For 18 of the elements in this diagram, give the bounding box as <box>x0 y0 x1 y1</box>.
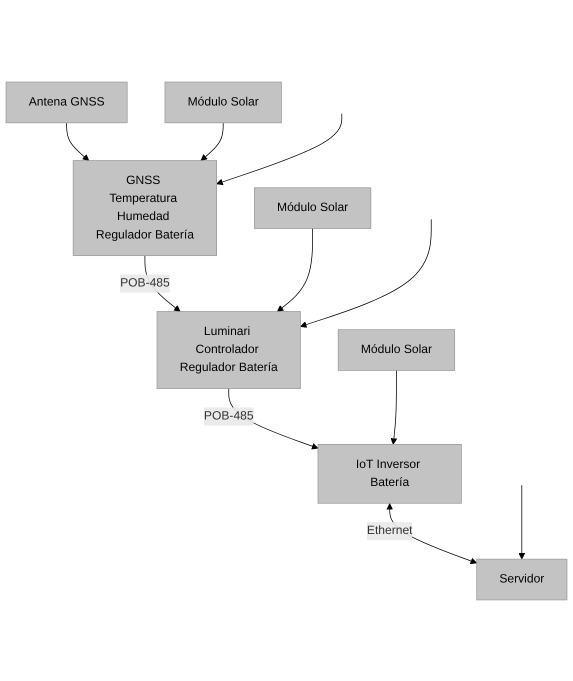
edge-label: Ethernet <box>366 524 413 537</box>
arrow <box>277 228 313 312</box>
arrow <box>518 484 526 559</box>
edge-label: POB-485 <box>120 276 170 290</box>
node-box: Módulo Solar <box>254 186 372 228</box>
node-box: Módulo Solar <box>338 328 456 370</box>
node-box: Antena GNSS <box>6 81 128 123</box>
arrow <box>390 370 398 444</box>
node-box: GNSS Temperatura Humedad Regulador Batería <box>72 160 217 256</box>
arrow <box>216 112 342 185</box>
node-box: Servidor <box>476 558 568 600</box>
node-box: Módulo Solar <box>164 81 282 123</box>
node-box: Luminari Controlador Regulador Batería <box>156 310 301 388</box>
arrow <box>200 122 224 160</box>
arrow <box>300 218 432 328</box>
edge-label: POB-485 <box>204 409 254 422</box>
node-box: IoT Inversor Batería <box>318 444 462 504</box>
arrow <box>66 122 90 160</box>
